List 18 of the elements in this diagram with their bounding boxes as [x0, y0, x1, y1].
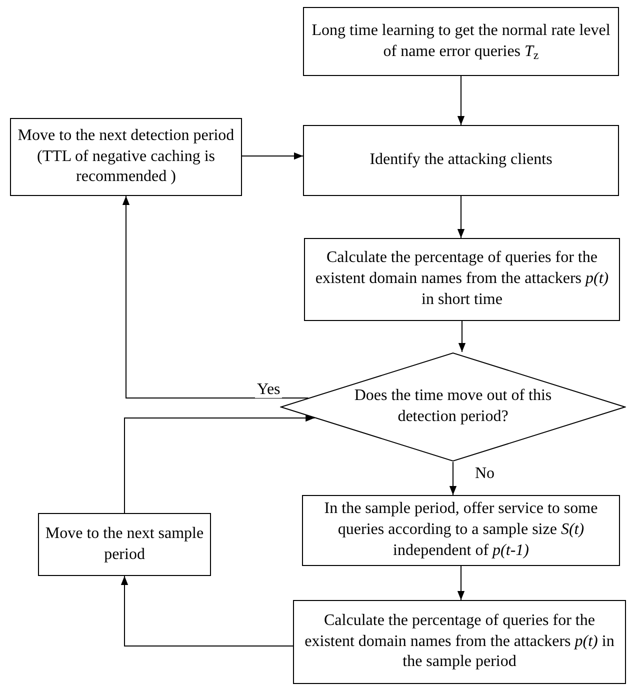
decision-diamond: Does the time move out of this detection period? [280, 352, 626, 462]
process-box: Identify the attacking clients [303, 125, 619, 196]
arrow [120, 576, 294, 646]
arrow [449, 462, 457, 496]
process-box: In the sample period, offer service to some queries according to a sample size S(t) independent of p(t-1) [302, 495, 620, 566]
arrow [457, 76, 465, 126]
edge-label: Yes [255, 382, 282, 398]
process-box: Move to the next detection period (TTL of negative caching is recommended ) [10, 118, 242, 196]
process-box: Long time learning to get the normal rate level of name error queries T$_{z}$ [303, 7, 619, 76]
process-box: Calculate the percentage of queries for the existent domain names from the attackers p(t) in short time [304, 238, 620, 321]
arrow [457, 566, 465, 600]
arrow [457, 196, 465, 238]
process-box: Calculate the percentage of queries for the existent domain names from the attackers p(t) in the sample period [293, 600, 626, 684]
process-box: Move to the next sample period [38, 513, 211, 576]
arrow [122, 196, 309, 398]
arrow [458, 320, 466, 352]
arrow [242, 152, 304, 160]
arrow [124, 414, 316, 514]
